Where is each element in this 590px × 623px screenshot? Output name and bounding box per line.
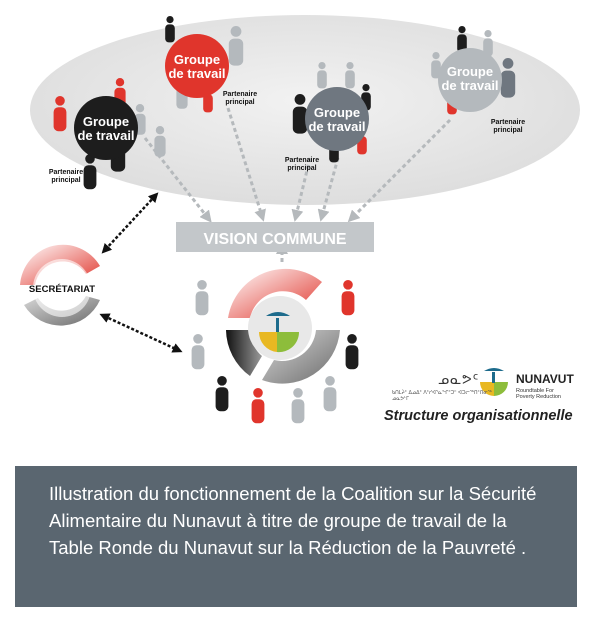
- partner-label-line1: Partenaire: [491, 119, 525, 126]
- person-icon: [345, 62, 355, 89]
- person-icon: [500, 58, 516, 98]
- person-icon: [165, 16, 175, 43]
- partner-label-line2: principal: [493, 127, 522, 134]
- logo-inuktitut-subtitle: ᑲᑎᒪᔩᑦ ᐃᓄᐃᑦ ᐱᑦᓯᐊᕐᓇᖏᑦᑐᑦ ᐊᑐᓕᖅᑎᑦᑎᓂᖅ ᓄᓇᕗᒻᒥ: [392, 390, 492, 402]
- logo-subtitle-line1: Roundtable For: [516, 388, 554, 394]
- person-icon: [228, 26, 244, 66]
- group-label-line2: de travail: [308, 119, 365, 134]
- person-icon: [292, 94, 308, 134]
- group-label-line2: de travail: [77, 128, 134, 143]
- logo-name: NUNAVUT: [516, 372, 574, 386]
- roundtable-logo-icon: [258, 312, 300, 353]
- group-label-line2: de travail: [168, 66, 225, 81]
- person-icon: [291, 388, 305, 424]
- person-icon: [345, 334, 359, 370]
- person-icon: [457, 26, 467, 53]
- partner-label-line2: principal: [287, 165, 316, 172]
- group-label-line1: Groupe: [83, 114, 129, 129]
- person-icon: [317, 62, 327, 89]
- working-group-dark-grey: Groupe de travail: [305, 87, 369, 151]
- partner-label-line1: Partenaire: [285, 157, 319, 164]
- person-icon: [323, 376, 337, 412]
- nunavut-roundtable-logo: ᓄᓇᕗᑦ ᑲᑎᒪᔩᑦ ᐃᓄᐃᑦ ᐱᑦᓯᐊᕐᓇᖏᑦᑐᑦ ᐊᑐᓕᖅᑎᑦᑎᓂᖅ ᓄᓇᕗ…: [384, 368, 582, 432]
- partner-labels: Partenaire principal Partenaire principa…: [49, 91, 525, 184]
- secretariat-ring: SECRÉTARIAT: [20, 244, 100, 326]
- person-icon: [53, 96, 67, 132]
- person-icon: [154, 126, 166, 157]
- logo-inuktitut-name: ᓄᓇᕗᑦ: [438, 373, 480, 388]
- secretariat-label: SECRÉTARIAT: [29, 284, 95, 295]
- secretariat-arrows: [99, 192, 183, 353]
- group-label-line2: de travail: [441, 78, 498, 93]
- working-group-light-grey: Groupe de travail: [438, 48, 502, 112]
- person-icon: [483, 29, 493, 57]
- caption-text: Illustration du fonctionnement de la Coa…: [49, 483, 537, 558]
- person-icon: [341, 280, 355, 316]
- partner-label-line2: principal: [225, 99, 254, 106]
- caption-box: Illustration du fonctionnement de la Coa…: [15, 466, 577, 607]
- person-icon: [191, 334, 205, 370]
- vision-box: VISION COMMUNE: [176, 222, 374, 252]
- person-icon: [83, 154, 97, 190]
- structure-title: Structure organisationnelle: [384, 408, 573, 424]
- person-icon: [431, 52, 441, 79]
- partner-label-line2: principal: [51, 177, 80, 184]
- organisational-structure-diagram: Groupe de travail Groupe de travail Grou…: [20, 15, 580, 424]
- partner-label-line1: Partenaire: [223, 91, 257, 98]
- person-icon: [215, 376, 229, 412]
- group-label-line1: Groupe: [174, 52, 220, 67]
- working-group-red: Groupe de travail: [165, 34, 229, 98]
- person-icon: [251, 388, 265, 424]
- group-label-line1: Groupe: [447, 64, 493, 79]
- vision-label: VISION COMMUNE: [203, 231, 346, 248]
- working-group-black: Groupe de travail: [74, 96, 138, 160]
- central-roundtable-ring: [226, 268, 340, 384]
- partner-label-line1: Partenaire: [49, 169, 83, 176]
- person-icon: [195, 280, 209, 316]
- logo-subtitle: Roundtable For Poverty Reduction: [516, 388, 580, 400]
- logo-subtitle-line2: Poverty Reduction: [516, 394, 561, 400]
- nunavut-logo-icon: [480, 368, 508, 396]
- group-label-line1: Groupe: [314, 105, 360, 120]
